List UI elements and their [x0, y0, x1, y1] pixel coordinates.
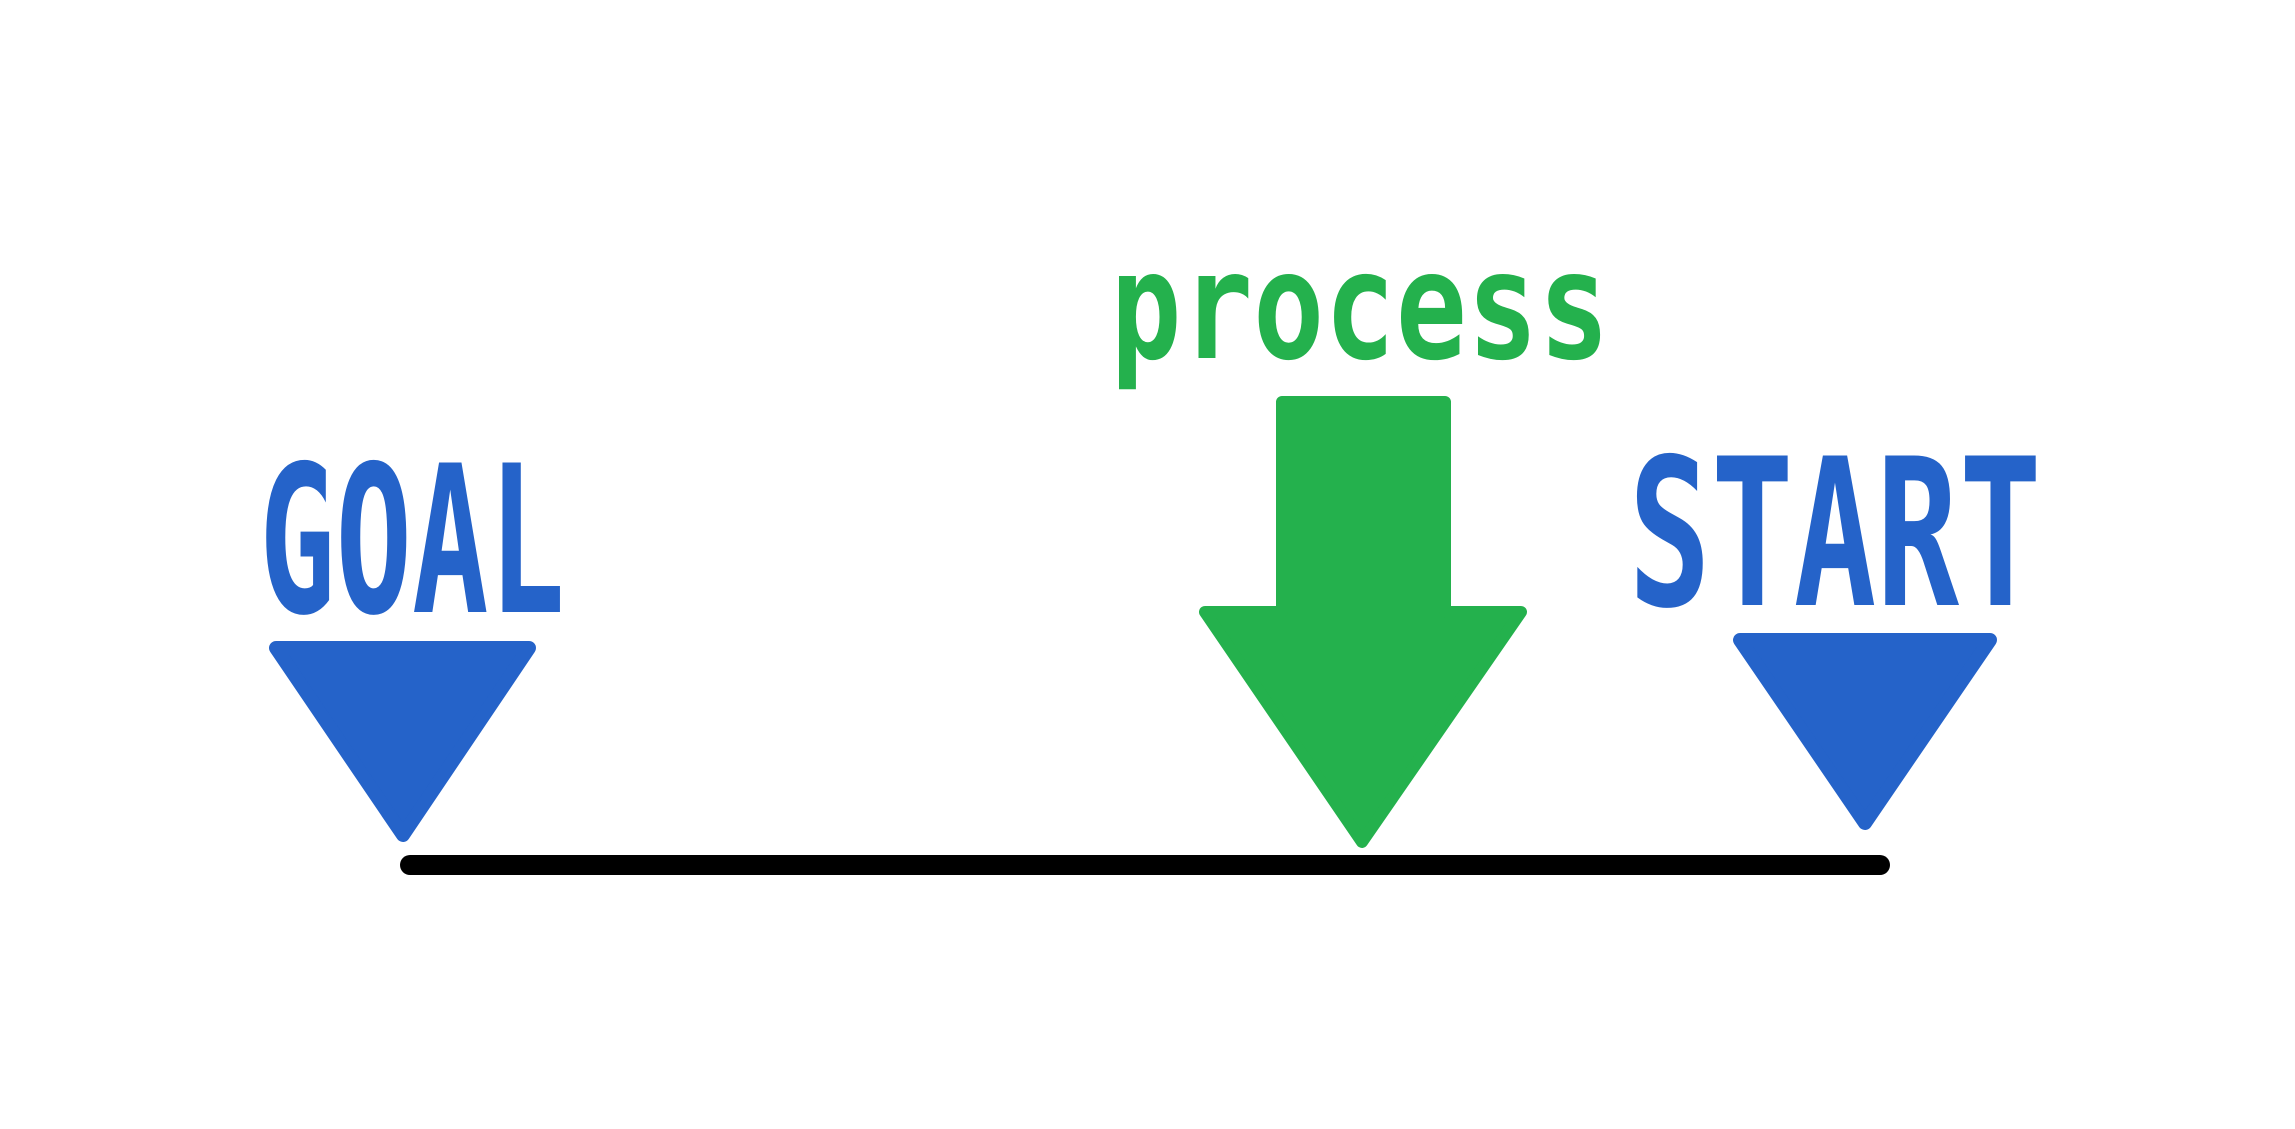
process-label: process [1110, 219, 1609, 393]
goal-label-box: GOAL [259, 423, 565, 661]
start-arrow-icon [1733, 633, 1997, 830]
process-label-box: process [1110, 219, 1609, 393]
process-marker: process [1110, 219, 1610, 848]
goal-arrow-icon [269, 641, 536, 842]
process-arrow-icon [1199, 396, 1527, 848]
start-marker: START [1628, 416, 2042, 830]
start-label: START [1628, 416, 2041, 655]
goal-marker: GOAL [259, 423, 565, 842]
goal-label: GOAL [259, 423, 565, 661]
start-label-box: START [1628, 416, 2041, 655]
